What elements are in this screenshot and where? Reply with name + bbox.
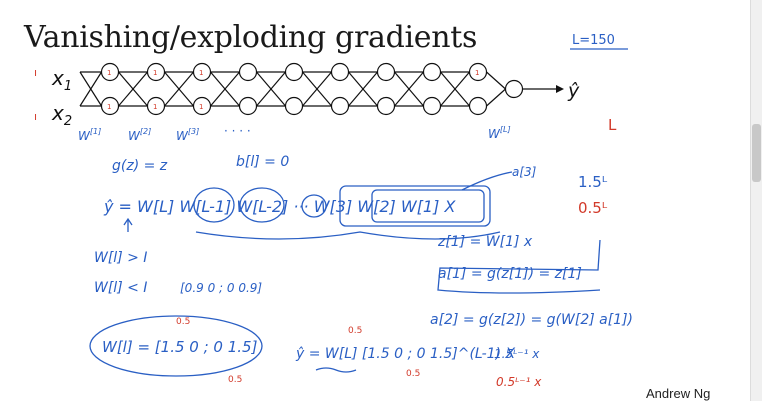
circle-w-matrix — [89, 315, 263, 377]
note-growth-x: 1.5ᴸ⁻¹ x — [494, 347, 540, 361]
circle-w-l-minus-1 — [193, 187, 235, 223]
svg-text:0.5: 0.5 — [176, 317, 190, 327]
red-annotations: 0.5 0.5 0.5 0.5 — [176, 317, 420, 385]
svg-text:0.5: 0.5 — [406, 369, 420, 379]
brace-under-product — [195, 231, 501, 240]
note-big-L: L — [608, 116, 617, 134]
note-exp-decay: 0.5ᴸ — [578, 199, 608, 217]
hidden-node-mark: 1 — [153, 69, 157, 77]
edge-hidden — [256, 71, 286, 107]
hidden-node — [330, 62, 350, 82]
bracket-a1 — [437, 239, 601, 294]
hidden-node-mark: 1 — [475, 69, 479, 77]
note-a1: a[1] = g(z[1]) = z[1] — [438, 266, 582, 282]
note-g-linear: g(z) = z — [112, 158, 168, 174]
svg-text:0.5: 0.5 — [348, 326, 362, 336]
slide-title: Vanishing/exploding gradients — [24, 20, 478, 55]
note-layers: L=150 — [572, 33, 615, 48]
svg-text:0.5: 0.5 — [228, 375, 242, 385]
note-decay-x: 0.5ᴸ⁻¹ x — [496, 375, 542, 389]
output-node — [504, 79, 524, 99]
hidden-node — [100, 96, 120, 116]
hidden-node — [422, 96, 442, 116]
hidden-node — [284, 62, 304, 82]
box-inner — [371, 189, 485, 223]
hidden-node-mark: 1 — [107, 103, 111, 111]
weight-label-1: W[1] — [78, 127, 101, 143]
hidden-node-mark: 1 — [107, 69, 111, 77]
circle-w-l-minus-2 — [239, 187, 285, 223]
hidden-node-mark: 1 — [153, 103, 157, 111]
edge-hidden — [118, 71, 148, 107]
note-w-gt-i: W[l] > I — [94, 250, 147, 266]
edge-hidden — [440, 71, 470, 107]
output-yhat: ŷ — [567, 80, 580, 102]
hidden-node — [192, 62, 212, 82]
note-exp-growth: 1.5ᴸ — [578, 173, 608, 191]
arrow-up — [123, 217, 133, 232]
edge-hidden — [302, 71, 332, 107]
input-tick-2: ı — [34, 110, 37, 123]
author-credit: Andrew Ng — [646, 386, 711, 401]
hidden-node — [192, 96, 212, 116]
weight-dots: · · · · — [224, 124, 251, 138]
circle-dots — [301, 194, 327, 218]
weight-label-3: W[3] — [176, 127, 199, 143]
weight-label-2: W[2] — [128, 127, 151, 143]
hidden-node — [284, 96, 304, 116]
weight-label-L: W[L] — [488, 125, 511, 141]
note-w-matrix: W[l] = [1.5 0 ; 0 1.5] — [102, 338, 258, 356]
hidden-node — [238, 96, 258, 116]
note-yhat-product: ŷ = W[L] W[L-1] W[L-2] ··· W[3] W[2] W[1… — [103, 197, 456, 216]
hidden-node — [376, 96, 396, 116]
hidden-node — [238, 62, 258, 82]
input-x2: x2 — [51, 101, 72, 129]
note-w-lt-i: W[l] < I — [94, 280, 147, 296]
edge-hidden — [164, 71, 194, 107]
hidden-node — [146, 96, 166, 116]
hidden-node — [146, 62, 166, 82]
note-yhat-matrix: ŷ = W[L] [1.5 0 ; 0 1.5]^(L-1) X — [295, 346, 515, 362]
vertical-scrollbar[interactable] — [750, 0, 762, 401]
edge-input — [79, 71, 103, 107]
arrow-a3 — [461, 171, 513, 191]
hidden-node — [468, 96, 488, 116]
note-b-zero: b[l] = 0 — [236, 154, 289, 170]
edge-hidden — [210, 71, 240, 107]
hidden-node — [422, 62, 442, 82]
note-a2: a[2] = g(z[2]) = g(W[2] a[1]) — [430, 312, 633, 328]
hidden-node-mark: 1 — [199, 103, 203, 111]
network-diagram: 1 1 1 1 1 1 1 — [79, 62, 564, 116]
edge-output — [486, 88, 506, 107]
note-matrix-09: [0.9 0 ; 0 0.9] — [180, 281, 262, 295]
box-outer — [339, 185, 491, 227]
hidden-node-mark: 1 — [199, 69, 203, 77]
input-x1: x1 — [51, 66, 72, 94]
hidden-node — [468, 62, 488, 82]
edge-output — [486, 71, 506, 90]
output-arrowhead — [556, 85, 564, 93]
hidden-node — [330, 96, 350, 116]
pen-strokes — [89, 171, 601, 377]
edge-hidden — [394, 71, 424, 107]
tilde-under-w — [315, 367, 357, 373]
note-a3: a[3] — [512, 165, 537, 179]
hidden-node — [376, 62, 396, 82]
scrollbar-thumb[interactable] — [752, 124, 761, 182]
edge-hidden — [348, 71, 378, 107]
note-z1: z[1] = W[1] x — [437, 234, 533, 250]
input-tick-1: ı — [34, 66, 37, 79]
hidden-node — [100, 62, 120, 82]
